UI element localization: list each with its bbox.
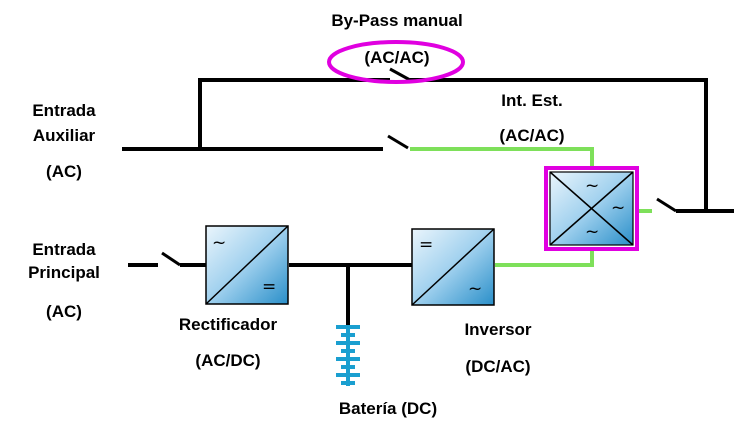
inverter-type: (DC/AC) [465,357,530,376]
aux-to-static-wire [410,147,594,168]
inverter-label: Inversor [464,320,531,339]
main-input-label-2: Principal [28,263,100,282]
rectifier-ac-symbol: ~ [212,233,226,253]
int-est-type: (AC/AC) [499,126,564,145]
rectifier-label: Rectificador [179,315,278,334]
black-wires [122,67,734,325]
bypass-type: (AC/AC) [364,48,429,67]
inverter-dc-symbol: = [419,235,433,255]
aux-input-type: (AC) [46,162,82,181]
static-ac-top-symbol: ~ [585,176,599,196]
inverter-to-static-wire [495,249,594,267]
aux-input-label-1: Entrada [32,101,96,120]
battery-icon [336,325,360,386]
int-est-title: Int. Est. [501,91,562,110]
main-switch-blade [161,251,181,267]
main-input-label-1: Entrada [32,240,96,259]
aux-switch-blade [387,134,409,150]
bypass-wire-right [410,78,708,211]
bypass-wire-left [198,78,390,148]
bypass-switch-blade [389,67,411,82]
bypass-title: By-Pass manual [331,11,462,30]
static-ac-right-symbol: ~ [611,198,625,218]
rectifier-box: ~ = [205,225,289,305]
rectifier-type: (AC/DC) [195,351,260,370]
main-input-type: (AC) [46,302,82,321]
output-switch-blade [656,197,677,213]
bypass-highlight-ellipse [327,40,465,84]
static-switch-box: ~ ~ ~ [544,166,639,251]
battery-label: Batería (DC) [339,399,437,418]
rectifier-dc-symbol: = [262,277,276,297]
static-ac-bottom-symbol: ~ [585,222,599,242]
inverter-ac-symbol: ~ [468,279,482,299]
inverter-box: = ~ [411,228,495,306]
aux-input-label-2: Auxiliar [33,126,96,145]
